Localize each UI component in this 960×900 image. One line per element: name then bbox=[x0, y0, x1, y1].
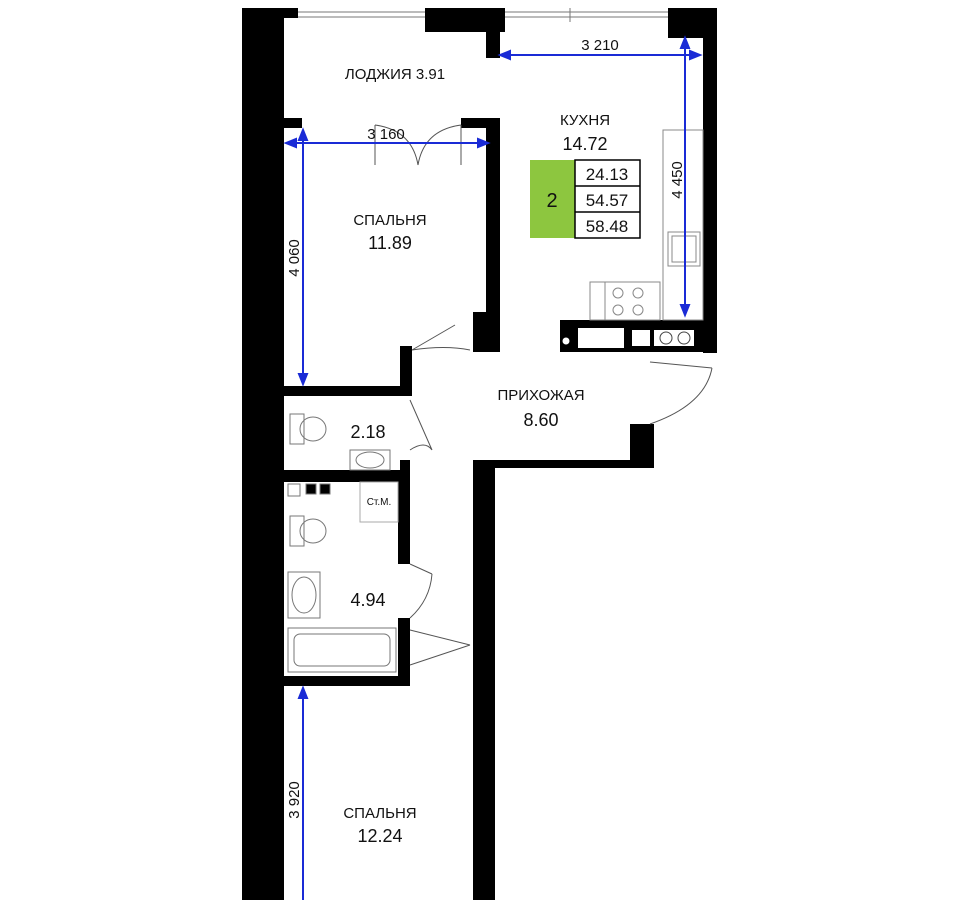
walls bbox=[242, 8, 717, 900]
bedroom1-name: СПАЛЬНЯ bbox=[353, 212, 426, 229]
bedroom1-area: 11.89 bbox=[368, 233, 412, 253]
badge-rooms-count: 2 bbox=[546, 190, 557, 212]
doors bbox=[374, 124, 713, 666]
kitchen-area: 14.72 bbox=[562, 134, 607, 154]
bedroom1-depth-dim: 4 060 bbox=[286, 239, 303, 277]
kitchen-width-dim: 3 210 bbox=[581, 37, 619, 54]
loggia-door bbox=[374, 124, 462, 166]
hallway-name: ПРИХОЖАЯ bbox=[497, 387, 584, 404]
area-badge: 2 24.13 54.57 58.48 bbox=[530, 159, 641, 239]
entrance-door bbox=[649, 361, 713, 425]
bath-fixtures bbox=[287, 413, 399, 673]
bedroom2-area: 12.24 bbox=[357, 826, 402, 846]
washing-machine-label: Ст.М. bbox=[367, 497, 392, 508]
sink-drain-icon-2 bbox=[677, 331, 691, 345]
bedroom2-name: СПАЛЬНЯ bbox=[343, 805, 416, 822]
wall-socket-icon bbox=[561, 336, 571, 346]
badge-living-area: 24.13 bbox=[586, 165, 629, 184]
loggia-label: ЛОДЖИЯ 3.91 bbox=[345, 66, 445, 83]
bedroom2-depth-dim: 3 920 bbox=[286, 781, 303, 819]
bathroom-door bbox=[409, 399, 433, 451]
kitchen-wall-insets bbox=[578, 328, 694, 348]
kitchen-fixtures bbox=[589, 129, 704, 321]
bathtub bbox=[287, 627, 397, 673]
bathroom-area: 2.18 bbox=[350, 422, 385, 442]
sink-drain-icon bbox=[659, 331, 673, 345]
hallway-area: 8.60 bbox=[523, 410, 558, 430]
bedroom1-width-dim: 3 160 bbox=[367, 126, 405, 143]
kitchen-name: КУХНЯ bbox=[560, 112, 610, 129]
bedroom1-door bbox=[411, 324, 471, 351]
kitchen-depth-dim: 4 450 bbox=[669, 161, 686, 199]
washroom-area: 4.94 bbox=[350, 590, 385, 610]
washroom-door-2 bbox=[409, 629, 471, 666]
badge-rooms-box bbox=[530, 160, 575, 238]
badge-total-with-loggia: 58.48 bbox=[586, 217, 629, 236]
stove bbox=[604, 281, 661, 321]
windows bbox=[298, 8, 668, 22]
washroom-door bbox=[409, 563, 433, 619]
dimension-lines bbox=[283, 35, 703, 900]
badge-total-area: 54.57 bbox=[586, 191, 629, 210]
